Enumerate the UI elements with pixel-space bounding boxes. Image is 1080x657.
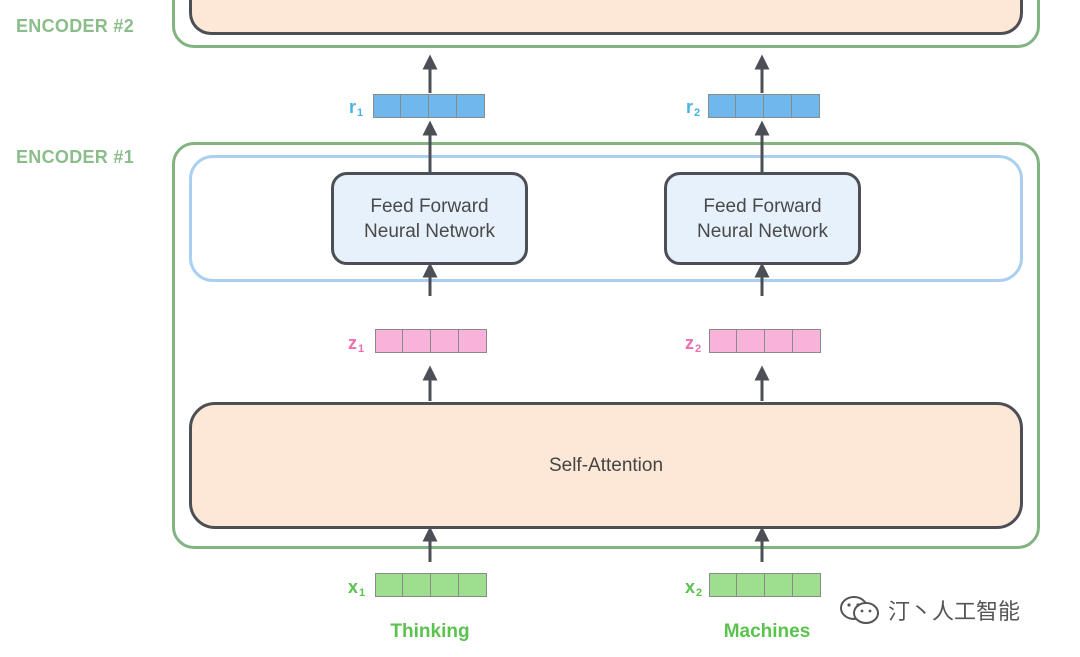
encoder-2-label: ENCODER #2 <box>16 16 135 36</box>
x1-vector <box>375 573 487 597</box>
ffn-region <box>189 155 1023 282</box>
ffn-box-1-line2: Neural Network <box>364 220 495 242</box>
x2-label: x2 <box>685 577 703 599</box>
ffn-box-2: Feed Forward Neural Network <box>664 172 861 265</box>
x2-vector <box>709 573 821 597</box>
encoder-1-label: ENCODER #1 <box>16 147 135 167</box>
wechat-icon <box>840 596 879 624</box>
x1-label: x1 <box>348 577 366 599</box>
watermark-text: 汀丶人工智能 <box>888 599 1021 624</box>
encoder-2-box <box>172 0 1040 48</box>
ffn-box-2-line1: Feed Forward <box>703 195 822 217</box>
ffn-box-1: Feed Forward Neural Network <box>331 172 528 265</box>
z2-label: z2 <box>685 333 702 355</box>
watermark: 汀丶人工智能 <box>838 594 1020 626</box>
encoder-2-self-attention-box <box>189 0 1023 35</box>
z1-label: z1 <box>348 333 365 355</box>
r2-label: r2 <box>686 97 701 119</box>
r1-label: r1 <box>349 97 364 119</box>
r2-vector <box>708 94 820 118</box>
z1-vector <box>375 329 487 353</box>
r1-vector <box>373 94 485 118</box>
encoder-1-box <box>172 142 1040 549</box>
self-attention-box: Self-Attention <box>189 402 1023 529</box>
z2-vector <box>709 329 821 353</box>
input-word-2: Machines <box>723 621 811 642</box>
self-attention-label: Self-Attention <box>548 454 664 476</box>
ffn-box-2-line2: Neural Network <box>697 220 828 242</box>
input-word-1: Thinking <box>390 621 470 642</box>
ffn-box-1-line1: Feed Forward <box>370 195 489 217</box>
